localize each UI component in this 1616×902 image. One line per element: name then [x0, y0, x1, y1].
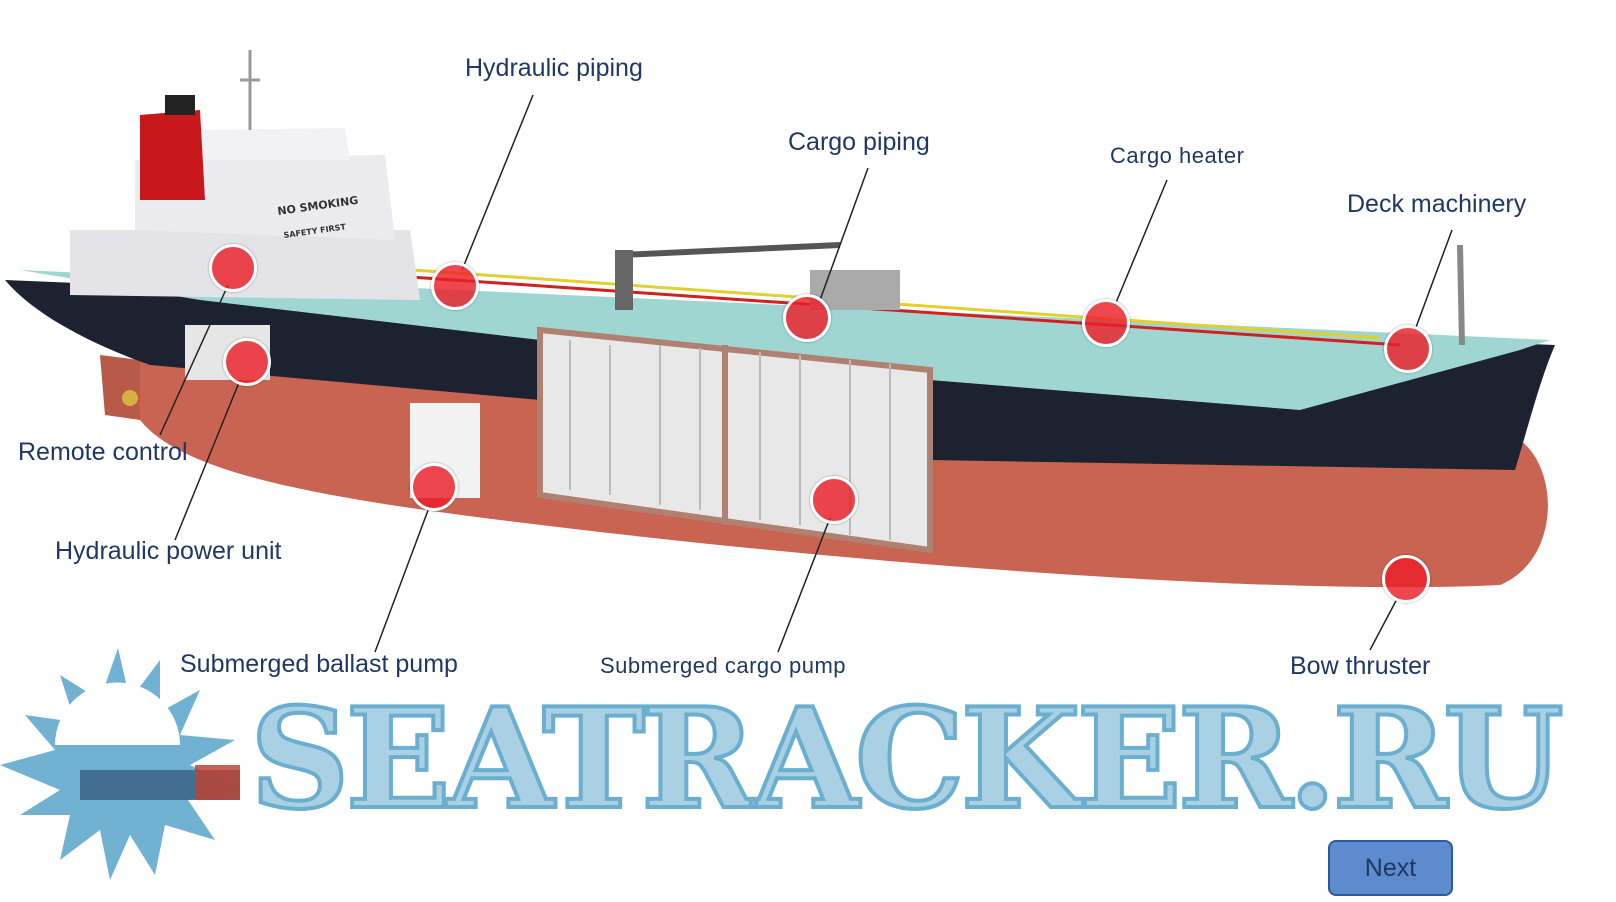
hotspot-deck-machinery[interactable] — [1384, 325, 1432, 373]
hotspot-bow-thruster[interactable] — [1382, 555, 1430, 603]
funnel — [140, 110, 205, 200]
label-bow-thruster: Bow thruster — [1290, 652, 1431, 680]
upper-hull — [5, 280, 1555, 470]
next-button[interactable]: Next — [1328, 840, 1453, 896]
main-deck — [20, 270, 1550, 410]
deck-crane — [619, 242, 841, 258]
hotspot-cargo-heater[interactable] — [1082, 299, 1130, 347]
rudder — [100, 355, 140, 420]
hotspot-hydraulic-power-unit[interactable] — [223, 338, 271, 386]
label-cargo-heater: Cargo heater — [1110, 143, 1245, 168]
next-button-label: Next — [1364, 853, 1417, 882]
propeller — [122, 390, 138, 406]
label-cargo-piping: Cargo piping — [788, 128, 930, 156]
label-submerged-cargo-pump: Submerged cargo pump — [600, 653, 847, 678]
label-hydraulic-piping: Hydraulic piping — [465, 54, 643, 82]
hotspot-cargo-piping[interactable] — [783, 294, 831, 342]
label-deck-machinery: Deck machinery — [1347, 190, 1527, 218]
hotspot-submerged-ballast-pump[interactable] — [410, 463, 458, 511]
seatracker-watermark: SEATRACKER.RU — [248, 677, 1566, 840]
seatracker-logo-sun-icon — [0, 648, 240, 880]
label-submerged-ballast-pump: Submerged ballast pump — [180, 650, 458, 678]
label-remote-control: Remote control — [18, 438, 188, 466]
leader-lines — [159, 94, 1453, 653]
hotspot-hydraulic-piping[interactable] — [431, 262, 479, 310]
foremast — [1457, 244, 1465, 346]
hotspot-submerged-cargo-pump[interactable] — [810, 476, 858, 524]
hotspot-remote-control[interactable] — [209, 244, 257, 292]
label-hydraulic-power-unit: Hydraulic power unit — [55, 537, 282, 565]
